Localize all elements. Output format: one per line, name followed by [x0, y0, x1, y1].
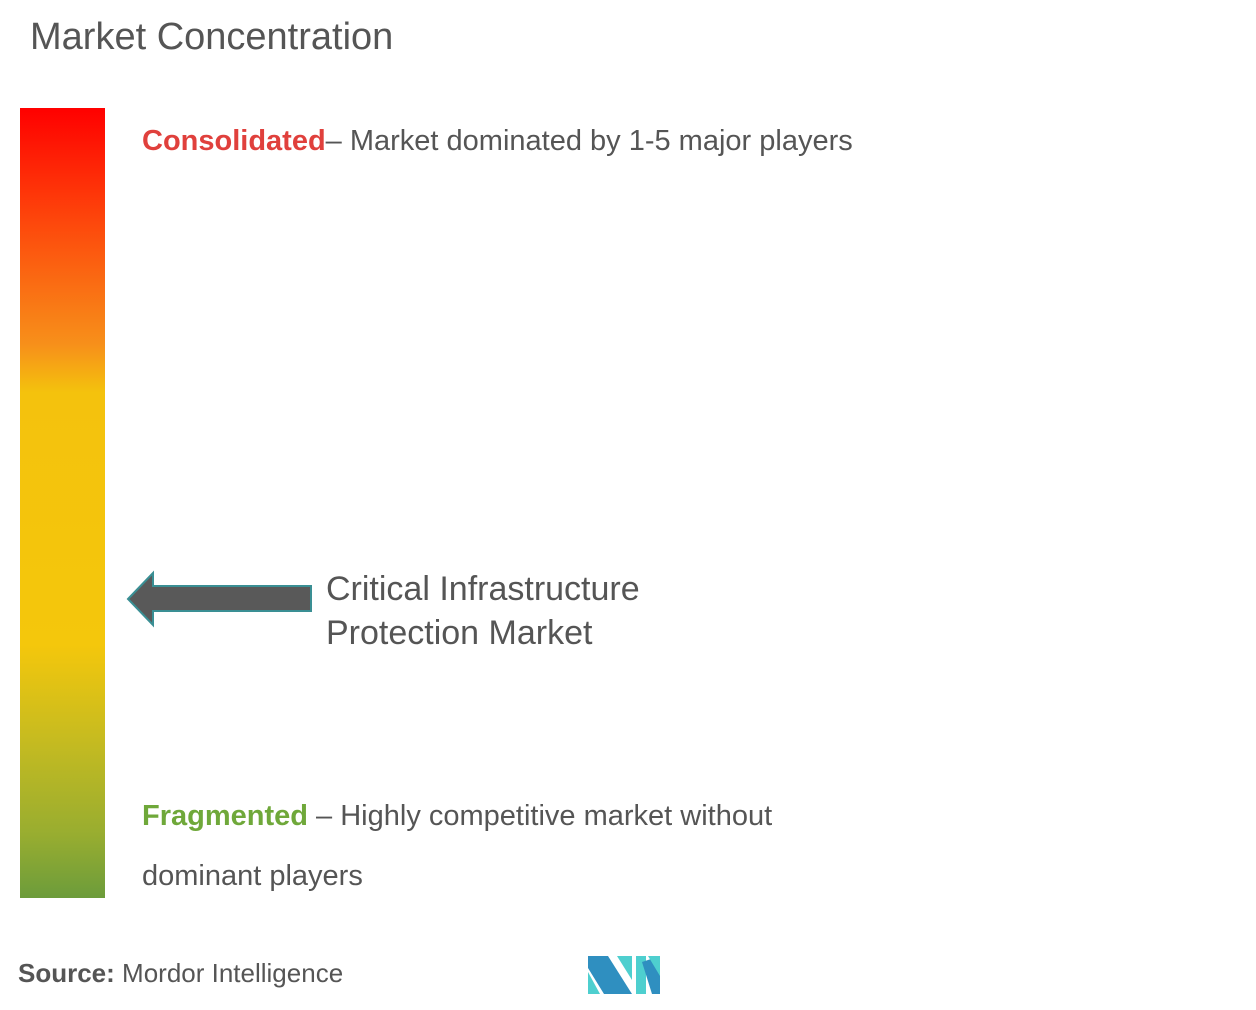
market-label-line2: Protection Market — [326, 614, 593, 652]
fragmented-label: Fragmented — [142, 800, 308, 832]
consolidated-text: – Market dominated by 1-5 major players — [325, 125, 853, 157]
source-credit: Source: Mordor Intelligence — [18, 958, 343, 989]
market-label-line1: Critical Infrastructure — [326, 570, 640, 608]
consolidated-label: Consolidated — [142, 125, 326, 157]
concentration-gradient-bar — [20, 108, 105, 898]
page-title: Market Concentration — [30, 16, 394, 58]
source-label: Source: — [18, 958, 115, 988]
market-position-arrow-icon — [126, 570, 312, 628]
mordor-logo-icon — [588, 956, 660, 994]
source-value: Mordor Intelligence — [114, 958, 344, 988]
fragmented-description: Fragmented – Highly competitive market w… — [142, 786, 862, 906]
market-label: Critical Infrastructure Protection Marke… — [326, 567, 640, 655]
fragmented-text: – Highly competitive market without domi… — [142, 800, 773, 892]
consolidated-description: Consolidated– Market dominated by 1-5 ma… — [142, 111, 862, 171]
